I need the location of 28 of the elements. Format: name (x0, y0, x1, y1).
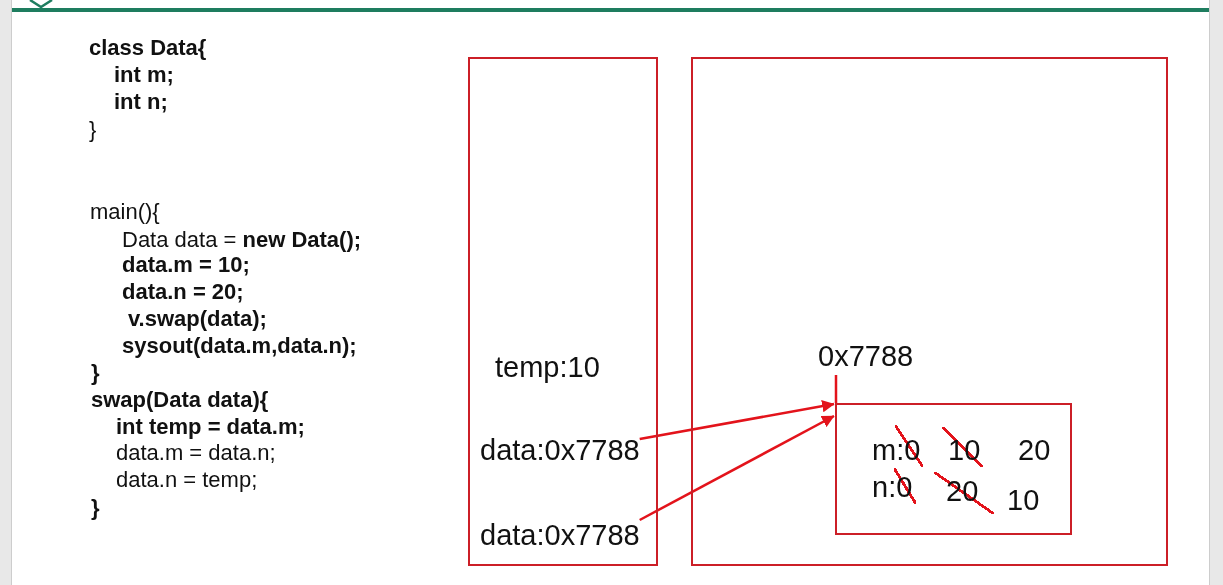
code-line: data.m = data.n; (116, 440, 276, 466)
stack-variable: data:0x7788 (480, 433, 640, 467)
code-line: int n; (114, 89, 168, 115)
stack-box (468, 57, 658, 566)
code-line: data.m = 10; (122, 252, 250, 278)
code-line: int m; (114, 62, 174, 88)
object-box (835, 403, 1072, 535)
code-line: v.swap(data); (128, 306, 267, 332)
arrow (639, 399, 835, 441)
code-line: int temp = data.m; (116, 414, 305, 440)
code-line: data.n = 20; (122, 279, 244, 305)
code-line: main(){ (90, 199, 160, 225)
heap-box (691, 57, 1168, 566)
code-line: Data data = new Data(); (122, 227, 362, 253)
code-line: } (91, 495, 100, 521)
address-text: 0x7788 (818, 339, 914, 373)
code-line: data.n = temp; (116, 467, 258, 493)
code-line: sysout(data.m,data.n); (122, 333, 357, 359)
field-value: 10 (1007, 483, 1040, 517)
stack-variable: data:0x7788 (480, 518, 640, 552)
leader-line (834, 375, 838, 403)
code-line: swap(Data data){ (91, 387, 269, 413)
code-line: } (91, 360, 100, 386)
arrow (639, 414, 835, 522)
code-line: } (89, 117, 97, 143)
field-value: 20 (1018, 433, 1051, 467)
code-line: class Data{ (89, 35, 207, 61)
stack-variable: temp:10 (495, 350, 600, 384)
